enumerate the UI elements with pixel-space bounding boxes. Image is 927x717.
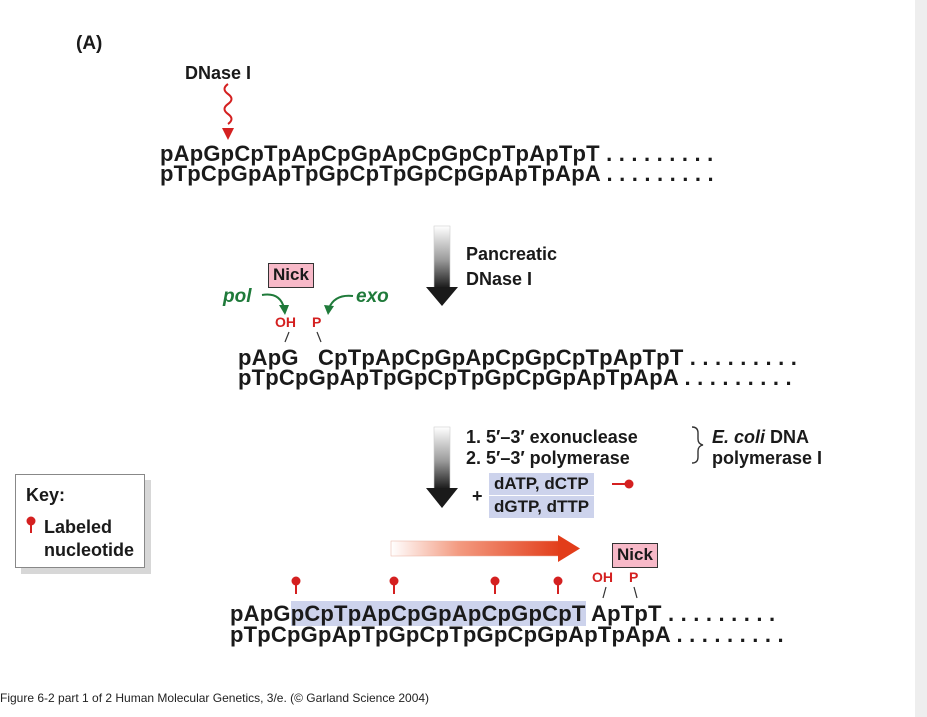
plus-sign: +: [472, 486, 483, 506]
enzyme-name-line1: E. coli DNA: [712, 426, 809, 448]
labeled-nucleotide-markers: [291, 576, 563, 594]
seq1-bottom-strand: pTpCpGpApTpGpCpTpGpCpGpApTpApA . . . . .…: [160, 161, 714, 186]
seq3-bottom-strand: pTpCpGpApTpGpCpTpGpCpGpApTpApA . . . . .…: [230, 622, 784, 647]
nucleotides-line1: dATP, dCTP: [489, 473, 594, 495]
exo-arrow: [324, 294, 354, 315]
key-box: Key: Labeled nucleotide: [15, 474, 145, 568]
p-tick-1: [316, 331, 322, 343]
key-lollipop-icon: [26, 516, 36, 533]
seq1-top-strand: pApGpCpTpApCpGpApCpGpCpTpApTpT . . . . .…: [160, 141, 714, 166]
step2-item1: 1. 5′–3′ exonuclease: [466, 427, 638, 447]
step1-line1: Pancreatic: [466, 244, 558, 264]
dnase-cut-arrow: [222, 83, 234, 140]
oh-end-label-1: OH: [275, 314, 296, 330]
key-line1: Labeled: [44, 517, 113, 537]
p-tick-2: [633, 586, 638, 599]
pol-label: pol: [223, 286, 252, 307]
nick-label-1: Nick: [268, 263, 314, 288]
step1-line2: DNase I: [466, 269, 533, 289]
labeled-nucleotide-icon: [553, 576, 563, 594]
enzyme-name-line2: polymerase I: [712, 448, 823, 468]
nucleotides-line2: dGTP, dTTP: [489, 496, 595, 518]
key-line2: nucleotide: [44, 540, 135, 560]
labeled-nucleotide-icon: [490, 576, 500, 594]
pol-arrow: [261, 293, 289, 315]
seq2-top-right: CpTpApCpGpApCpGpCpTpApTpT . . . . . . . …: [318, 345, 798, 370]
exo-label: exo: [356, 286, 389, 307]
activity-brace: [691, 426, 704, 464]
figure-caption: Figure 6-2 part 1 of 2 Human Molecular G…: [0, 691, 430, 705]
p-end-label-2: P: [629, 569, 639, 585]
oh-end-label-2: OH: [592, 569, 613, 585]
oh-tick-2: [602, 586, 607, 599]
synthesis-direction-arrow: [390, 535, 580, 562]
key-title: Key:: [26, 485, 66, 505]
right-edge-strip: [915, 0, 927, 717]
enzyme-rest: DNA: [765, 427, 810, 447]
nick-label-2: Nick: [612, 543, 658, 568]
process-arrow-2: [426, 426, 458, 508]
seq2-top-left: pApG: [238, 345, 299, 370]
enzyme-italic: E. coli: [712, 427, 766, 447]
seq2-bottom-strand: pTpCpGpApTpGpCpTpGpCpGpApTpApA . . . . .…: [238, 365, 792, 390]
seq3-top-strand: pApGpCpTpApCpGpApCpGpCpT ApTpT . . . . .…: [230, 601, 776, 626]
labeled-nucleotide-icon: [291, 576, 301, 594]
p-end-label-1: P: [312, 314, 322, 330]
oh-tick-1: [284, 331, 290, 343]
seq3-new-dna-highlight: pCpTpApCpGpApCpGpCpT: [290, 601, 586, 626]
seq3-suffix: ApTpT . . . . . . . . .: [585, 601, 776, 626]
panel-label: (A): [76, 33, 103, 54]
labeled-nucleotide-icon: [389, 576, 399, 594]
seq3-prefix: pApG: [230, 601, 291, 626]
process-arrow-1: [426, 225, 458, 306]
dnase-label: DNase I: [185, 63, 252, 83]
dctp-label-marker: [612, 479, 634, 489]
step2-item2: 2. 5′–3′ polymerase: [466, 448, 630, 468]
